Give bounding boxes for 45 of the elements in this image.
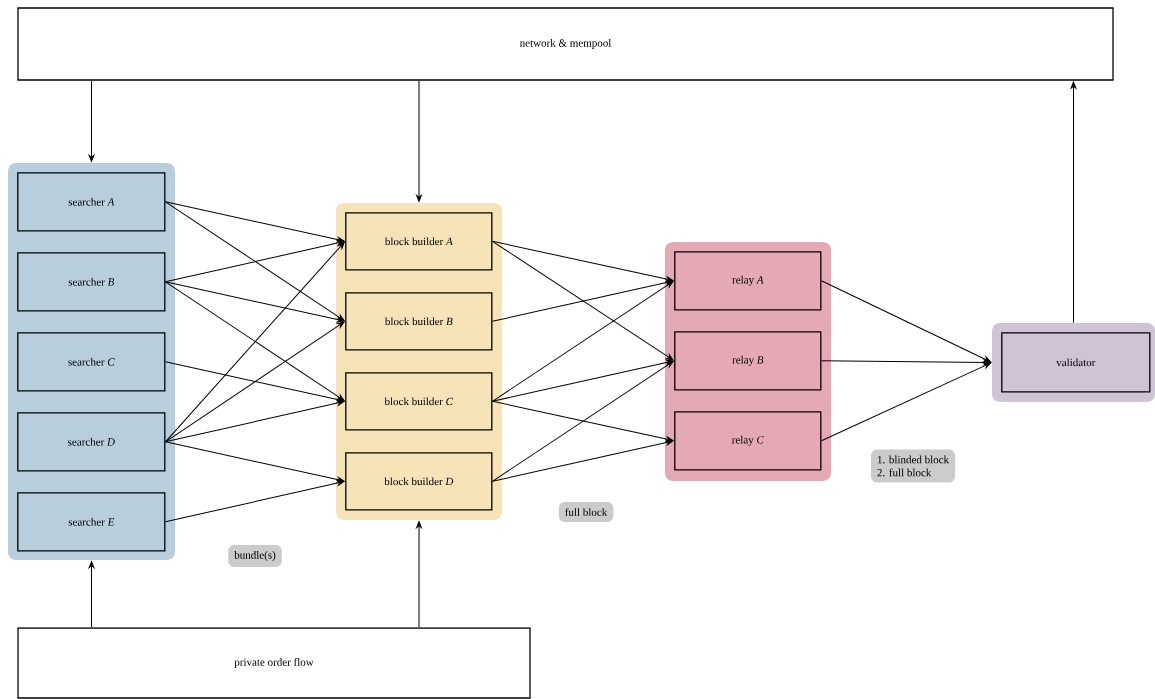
arrow: [416, 80, 422, 202]
process-box: searcher E: [17, 492, 166, 552]
arrow: [164, 201, 345, 322]
arrow: [820, 280, 992, 363]
note-badge: full block: [558, 502, 614, 522]
arrow: [491, 439, 674, 482]
process-box: relay B: [674, 331, 822, 391]
note-badge: bundle(s): [228, 545, 282, 567]
arrow: [491, 240, 674, 283]
arrow: [491, 279, 674, 322]
arrow: [164, 480, 345, 523]
process-box: block builder B: [345, 292, 493, 351]
process-box: network & mempool: [17, 7, 1114, 81]
arrow: [164, 441, 345, 483]
process-box: relay A: [674, 251, 822, 311]
arrow: [1070, 81, 1077, 324]
arrow: [491, 361, 674, 482]
arrow: [164, 361, 345, 403]
process-box: block builder A: [345, 212, 493, 271]
arrow: [88, 80, 95, 162]
arrow: [164, 241, 345, 443]
arrow: [164, 201, 345, 243]
arrow: [820, 362, 992, 442]
process-box: private order flow: [17, 627, 531, 699]
arrow: [164, 400, 345, 443]
note-badge: 1. blinded block 2. full block: [870, 449, 956, 483]
process-box: relay C: [674, 411, 822, 471]
arrow: [491, 359, 674, 402]
arrow: [491, 240, 674, 361]
arrow: [491, 281, 674, 402]
arrow: [416, 521, 422, 628]
arrow: [164, 281, 345, 323]
process-box: validator: [1001, 332, 1151, 393]
arrow: [164, 321, 345, 443]
process-box: searcher A: [17, 172, 166, 232]
process-box: searcher C: [17, 332, 166, 392]
arrow: [820, 359, 991, 366]
process-box: block builder D: [345, 452, 493, 511]
process-box: searcher D: [17, 412, 166, 472]
arrow: [88, 561, 95, 628]
arrow: [491, 400, 674, 443]
process-box: searcher B: [17, 252, 166, 312]
arrow: [164, 281, 345, 402]
process-box: block builder C: [345, 372, 493, 431]
arrow: [164, 240, 345, 283]
